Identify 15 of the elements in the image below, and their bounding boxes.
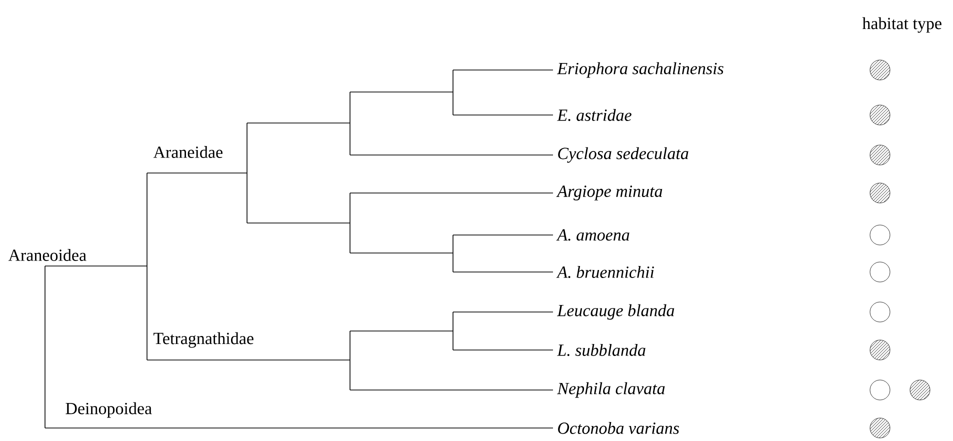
species-name: A. amoena bbox=[556, 229, 630, 241]
species-name: Octonoba varians bbox=[558, 422, 679, 434]
clade-name: Araneidae bbox=[153, 146, 222, 158]
clade-name: Araneoidea bbox=[8, 249, 86, 261]
species-name: Eriophora sachalinensis bbox=[557, 62, 724, 78]
clade-name: Tetragnathidae bbox=[154, 332, 254, 348]
species-name: E. astridae bbox=[557, 108, 632, 121]
clade-name: Deinopoidea bbox=[66, 402, 152, 418]
column-heading: habitat type bbox=[862, 17, 942, 33]
species-name: Leucauge blanda bbox=[557, 304, 674, 320]
species-name: Argiope minuta bbox=[556, 186, 662, 200]
species-name: Nephila clavata bbox=[557, 382, 665, 398]
species-name: A. bruennichii bbox=[556, 266, 654, 278]
species-name: Cyclosa sedeculata bbox=[558, 147, 688, 163]
species-name: L. subblanda bbox=[557, 344, 646, 356]
